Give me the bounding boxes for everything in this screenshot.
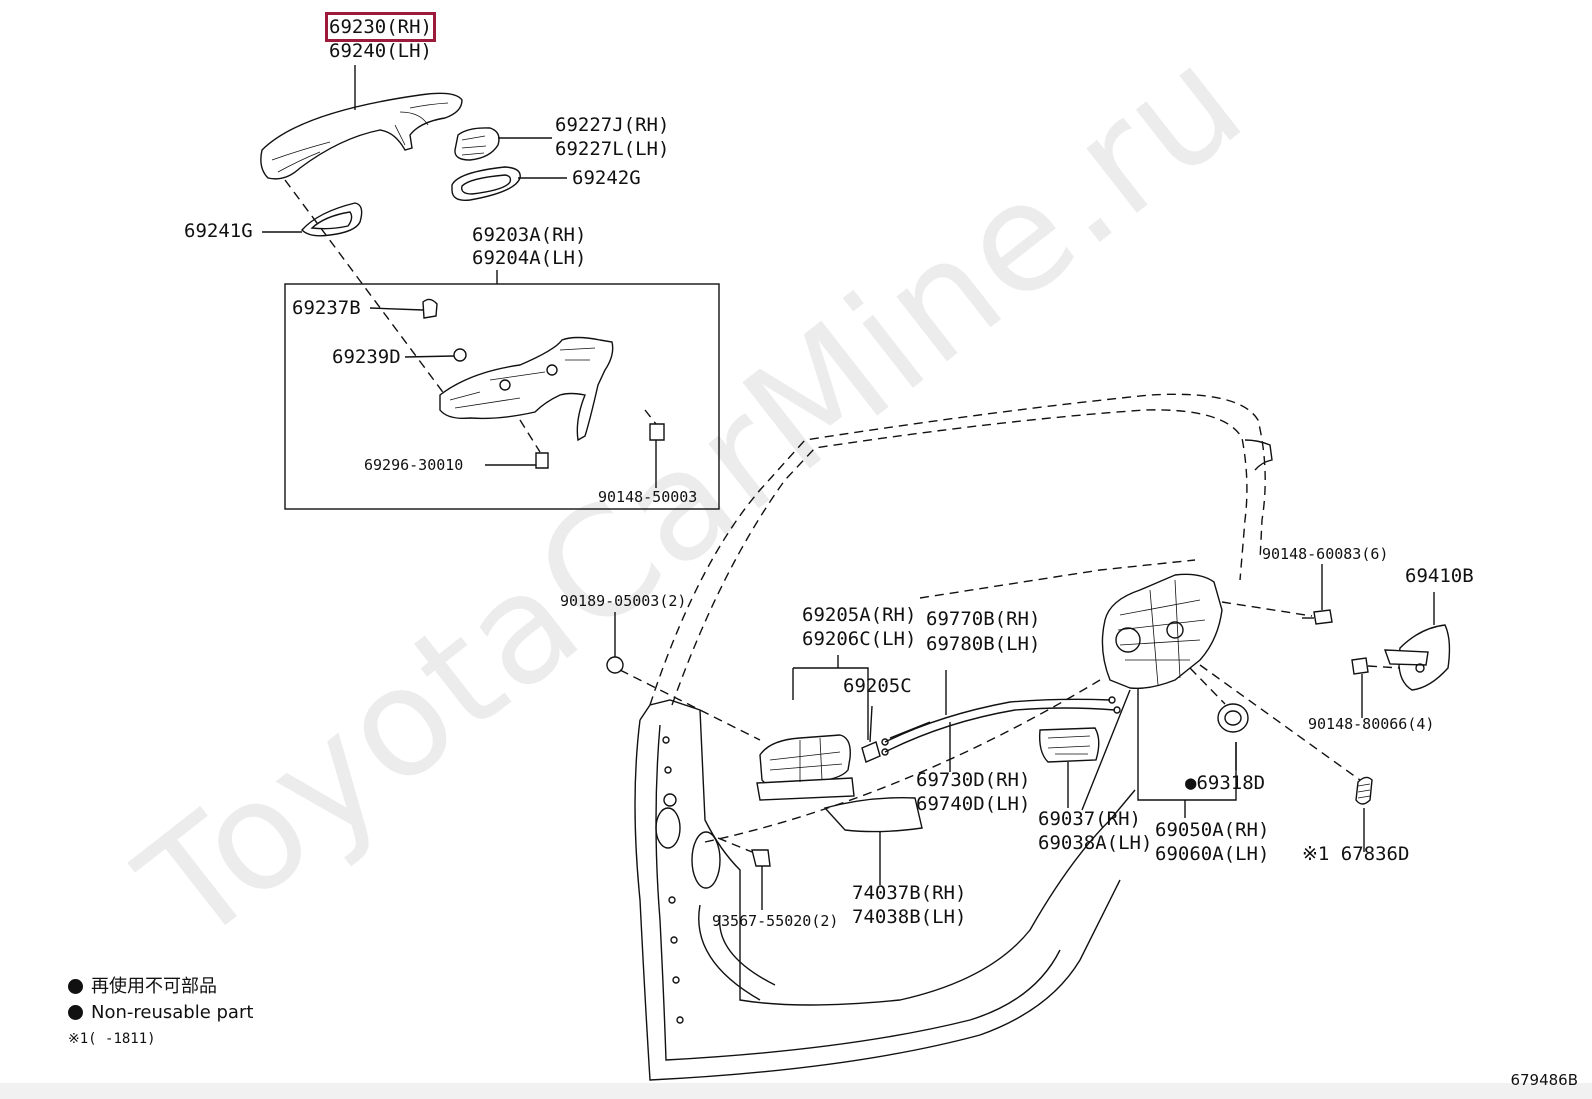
part-label-69410b[interactable]: 69410B bbox=[1405, 565, 1474, 587]
handle-frame-part[interactable] bbox=[439, 336, 614, 442]
part-label-69050a[interactable]: 69050A(RH) bbox=[1155, 819, 1270, 841]
pad-69239d-part[interactable] bbox=[453, 348, 467, 362]
pad-74037b-part[interactable] bbox=[823, 797, 923, 833]
part-label-69780b[interactable]: 69780B(LH) bbox=[926, 633, 1041, 655]
part-label-69037[interactable]: 69037(RH) bbox=[1038, 808, 1141, 830]
lock-cover-part[interactable] bbox=[1038, 727, 1100, 763]
part-label-69060a[interactable]: 69060A(LH) bbox=[1155, 843, 1270, 865]
part-label-74038b[interactable]: 74038B(LH) bbox=[852, 906, 967, 928]
legend-row-en: Non-reusable part bbox=[68, 1000, 253, 1026]
part-label-69206c[interactable]: 69206C(LH) bbox=[802, 628, 917, 650]
frame-assembly-box bbox=[284, 283, 720, 510]
part-label-69318d[interactable]: ●69318D bbox=[1185, 772, 1266, 794]
part-label-69227j[interactable]: 69227J(RH) bbox=[555, 114, 670, 136]
screw-90148-80066-part[interactable] bbox=[1351, 657, 1401, 675]
part-label-69038a[interactable]: 69038A(LH) bbox=[1038, 832, 1153, 854]
screw-69296-part[interactable] bbox=[519, 419, 549, 469]
part-69205c[interactable] bbox=[861, 741, 881, 763]
part-label-69203a[interactable]: 69203A(RH) bbox=[472, 224, 587, 246]
illustration-id: 679486B bbox=[1510, 1071, 1578, 1089]
bottom-bar bbox=[0, 1083, 1592, 1099]
handle-pad-part[interactable] bbox=[451, 166, 521, 201]
part-label-69740d[interactable]: 69740D(LH) bbox=[916, 793, 1031, 815]
legend-note: ※1( -1811) bbox=[68, 1031, 156, 1047]
inside-handle-part[interactable] bbox=[756, 734, 855, 801]
part-label-90148-80066[interactable]: 90148-80066(4) bbox=[1308, 715, 1435, 733]
outside-handle-part[interactable] bbox=[260, 92, 463, 180]
cables-part[interactable] bbox=[881, 696, 1121, 756]
part-label-69230-rh[interactable]: 69230(RH) bbox=[325, 12, 436, 42]
part-label-69770b[interactable]: 69770B(RH) bbox=[926, 608, 1041, 630]
ring-69318d-part[interactable] bbox=[1217, 703, 1249, 733]
part-label-69204a[interactable]: 69204A(LH) bbox=[472, 247, 587, 269]
part-label-69237b[interactable]: 69237B bbox=[292, 297, 361, 319]
part-label-69730d[interactable]: 69730D(RH) bbox=[916, 769, 1031, 791]
part-label-69227l[interactable]: 69227L(LH) bbox=[555, 138, 670, 160]
part-label-90148-60083[interactable]: 90148-60083(6) bbox=[1262, 545, 1389, 563]
part-label-69205c[interactable]: 69205C bbox=[843, 675, 912, 697]
bullet-icon bbox=[68, 1005, 83, 1020]
door-outline bbox=[634, 393, 1273, 1081]
handle-cap-part[interactable] bbox=[454, 127, 500, 161]
part-label-67836d[interactable]: ※1 67836D bbox=[1302, 843, 1410, 865]
small-pad-part[interactable] bbox=[301, 202, 363, 237]
screw-90148-60083-part[interactable] bbox=[1302, 609, 1333, 625]
part-label-90189-05003[interactable]: 90189-05003(2) bbox=[560, 592, 687, 610]
part-67836d[interactable] bbox=[1355, 776, 1373, 805]
part-label-74037b[interactable]: 74037B(RH) bbox=[852, 882, 967, 904]
part-label-69239d[interactable]: 69239D bbox=[332, 346, 401, 368]
cap-69237b-part[interactable] bbox=[422, 298, 438, 319]
part-label-69240-lh[interactable]: 69240(LH) bbox=[329, 40, 432, 62]
part-label-69242g[interactable]: 69242G bbox=[572, 167, 641, 189]
legend-row-jp: 再使用不可部品 bbox=[68, 974, 253, 1000]
legend: 再使用不可部品 Non-reusable part ※1( -1811) bbox=[68, 974, 253, 1052]
part-label-69296-30010[interactable]: 69296-30010 bbox=[364, 456, 464, 474]
bullet-icon bbox=[68, 979, 83, 994]
part-label-90148-50003[interactable]: 90148-50003 bbox=[598, 488, 698, 506]
door-lock-part[interactable] bbox=[1101, 573, 1223, 690]
screw-93567-part[interactable] bbox=[717, 837, 771, 867]
part-label-69241g[interactable]: 69241G bbox=[184, 220, 253, 242]
striker-69410b-part[interactable] bbox=[1383, 624, 1451, 691]
part-label-93567-55020[interactable]: 93567-55020(2) bbox=[712, 912, 839, 930]
screw-90148-50003-part[interactable] bbox=[644, 409, 665, 441]
part-label-69205a[interactable]: 69205A(RH) bbox=[802, 604, 917, 626]
